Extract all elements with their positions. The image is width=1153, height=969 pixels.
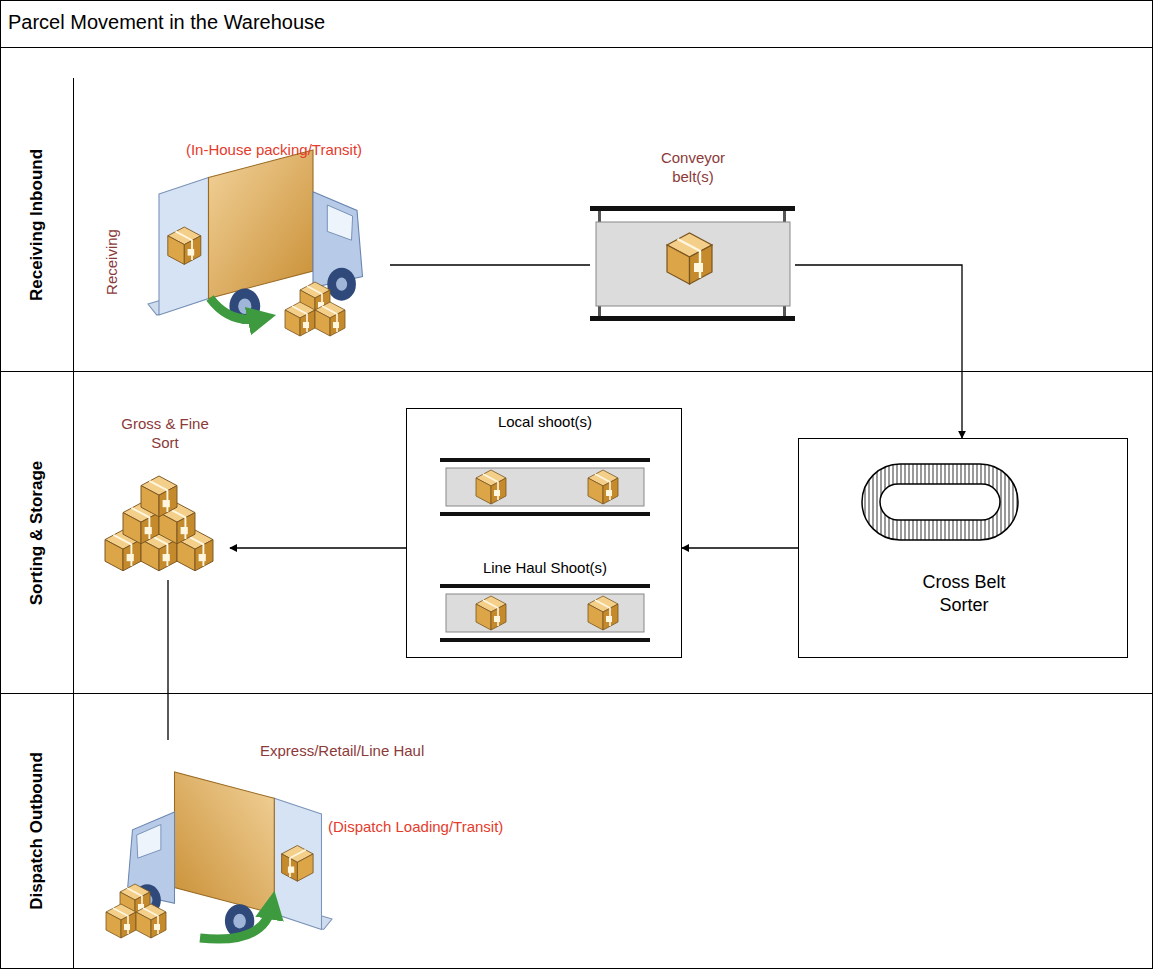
sort-pile: Gross & Fine Sort	[100, 415, 230, 580]
local-shoot	[440, 458, 650, 516]
node-label: Local shoot(s)	[407, 413, 683, 432]
cross-belt-sorter	[862, 464, 1018, 540]
flow-connector	[390, 264, 590, 265]
receiving-station: (In-House packing/Transit) Receiving	[100, 135, 390, 345]
flow-connector	[167, 580, 168, 740]
title-rule	[0, 47, 1153, 48]
lane-label: Sorting & Storage	[27, 461, 47, 606]
flow-connector	[230, 547, 406, 548]
conveyor-box: Conveyor belt(s)	[590, 145, 795, 322]
node-label: Gross & Fine Sort	[110, 415, 220, 453]
lane-label: Dispatch Outbound	[27, 752, 47, 910]
conveyor-belt	[590, 206, 795, 321]
node-label: Conveyor belt(s)	[638, 149, 748, 187]
dispatch-truck	[106, 772, 332, 939]
swimlane: Dispatch Outbound Express/Retail/Line Hau…	[0, 694, 1153, 969]
node-label: (In-House packing/Transit)	[158, 141, 390, 160]
node-label: (Dispatch Loading/Transit)	[328, 818, 540, 837]
node-label: Receiving	[103, 229, 122, 295]
node-label: Express/Retail/Line Haul	[260, 742, 500, 761]
swimlane: Sorting & StorageCross Belt Sorter Local …	[0, 372, 1153, 694]
parcel-pile	[105, 476, 213, 571]
swimlane: Receiving Inbound (In-House packing/Trans…	[0, 78, 1153, 372]
diagram-title: Parcel Movement in the Warehouse	[8, 11, 325, 34]
shoot-box: Local shoot(s) Line Haul Shoot(s)	[406, 408, 682, 658]
node-label: Cross Belt Sorter	[899, 571, 1029, 616]
dispatch-station: Express/Retail/Line Haul (Dispatch Loadin…	[100, 740, 540, 950]
sorter-box: Cross Belt Sorter	[798, 438, 1128, 658]
flow-connector	[682, 547, 798, 548]
lane-label: Receiving Inbound	[27, 149, 47, 301]
receiving-truck	[148, 150, 363, 336]
node-label: Line Haul Shoot(s)	[407, 559, 683, 578]
line-haul-shoot	[440, 584, 650, 642]
flow-connector	[795, 265, 962, 438]
